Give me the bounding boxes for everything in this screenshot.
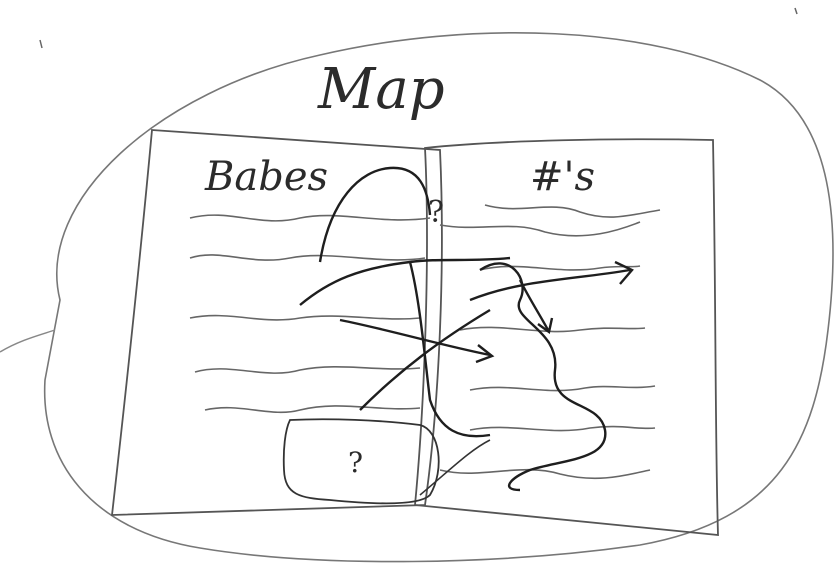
right-row-line (470, 427, 655, 431)
left-rows (190, 215, 430, 412)
question-mark-bubble: ? (348, 446, 363, 479)
arrow-to-right-b (470, 270, 630, 300)
stray-mark (795, 8, 797, 14)
right-row-line (480, 266, 640, 270)
right-column-label: #'s (530, 154, 595, 200)
right-rows (440, 205, 660, 478)
right-row-line (460, 327, 645, 331)
question-mark-top: ? (428, 195, 444, 230)
right-row-line (470, 386, 655, 391)
left-row-line (190, 255, 425, 260)
left-row-line (205, 406, 420, 412)
map-title: Map (317, 57, 445, 122)
left-column-label: Babes (204, 154, 328, 200)
loop-curve-top (320, 168, 430, 262)
left-row-line (190, 316, 420, 320)
squiggle-right (480, 263, 605, 490)
inner-arrow-small (520, 280, 548, 330)
outer-blob-stroke-extra (0, 330, 55, 352)
right-row-line (440, 470, 650, 479)
left-row-line (190, 215, 430, 221)
right-row-line (485, 205, 660, 217)
stray-mark (40, 40, 42, 48)
left-row-line (195, 367, 420, 373)
right-row-line (440, 222, 640, 236)
